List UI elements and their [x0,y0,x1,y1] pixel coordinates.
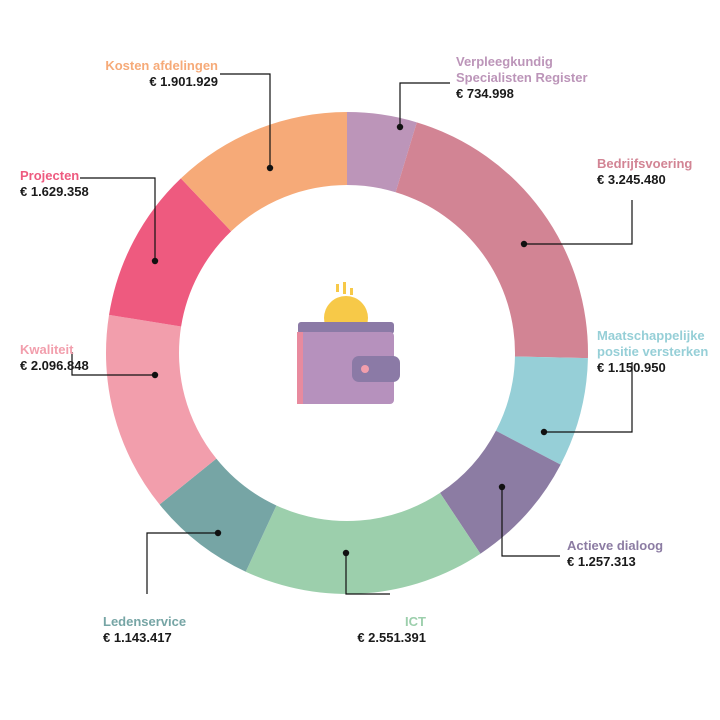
slice-name: ICT [405,614,426,629]
leader-line-3 [501,487,560,557]
label-kwaliteit: Kwaliteit € 2.096.848 [20,342,89,374]
leader-line-0 [399,82,450,127]
slice-value: € 1.150.950 [597,360,666,375]
slice-value: € 3.245.480 [597,172,666,187]
slice-value: € 2.551.391 [357,630,426,645]
leader-line-2 [544,362,633,433]
leader-dot-2 [540,428,548,436]
leader-dot-3 [498,483,506,491]
leader-dot-4 [342,549,350,557]
leader-dot-1 [520,240,528,248]
slice-name: Ledenservice [103,614,187,629]
leader-line-6 [71,352,155,376]
slice-5 [159,458,277,572]
leader-dot-0 [396,123,404,131]
slice-6 [106,314,217,505]
slice-value: € 734.998 [456,86,514,101]
leader-dot-7 [151,257,159,265]
slice-name: Kosten afdelingen [105,58,218,73]
slice-value: € 1.257.313 [567,554,636,569]
slice-0 [347,112,417,193]
leader-line-1 [524,200,633,245]
leader-dot-8 [266,164,274,172]
slice-7 [109,178,232,327]
label-bedrijfsvoering: Bedrijfsvoering € 3.245.480 [597,156,692,188]
label-ledenservice: Ledenservice € 1.143.417 [103,614,186,646]
slice-name: Bedrijfsvoering [597,156,693,171]
slice-name: Maatschappelijke positie versterken [597,328,709,359]
label-maatschappelijke: Maatschappelijke positie versterken € 1.… [597,328,719,376]
leader-dot-5 [214,529,222,537]
wallet-with-coin-icon [297,282,400,404]
label-ict: ICT € 2.551.391 [330,614,426,646]
label-actieve-dialoog: Actieve dialoog € 1.257.313 [567,538,663,570]
slice-2 [495,356,588,465]
slice-value: € 2.096.848 [20,358,89,373]
leader-dot-6 [151,371,159,379]
leader-line-8 [220,73,271,168]
label-kosten-afdelingen: Kosten afdelingen € 1.901.929 [60,58,218,90]
slice-8 [180,112,347,232]
slice-1 [395,122,588,359]
slice-name: Verpleegkundig Specialisten Register [456,54,588,85]
slice-name: Kwaliteit [20,342,74,357]
leader-line-5 [146,532,218,594]
leader-line-7 [80,177,156,261]
slice-value: € 1.143.417 [103,630,172,645]
slice-value: € 1.901.929 [149,74,218,89]
slice-3 [440,430,561,554]
label-projecten: Projecten € 1.629.358 [20,168,89,200]
slice-name: Projecten [20,168,80,183]
donut-slices [106,112,588,594]
leader-line-4 [345,553,390,595]
slice-value: € 1.629.358 [20,184,89,199]
leader-lines [71,73,633,595]
label-verpleegkundig: Verpleegkundig Specialisten Register € 7… [456,54,606,102]
slice-name: Actieve dialoog [567,538,664,553]
slice-4 [245,492,481,594]
